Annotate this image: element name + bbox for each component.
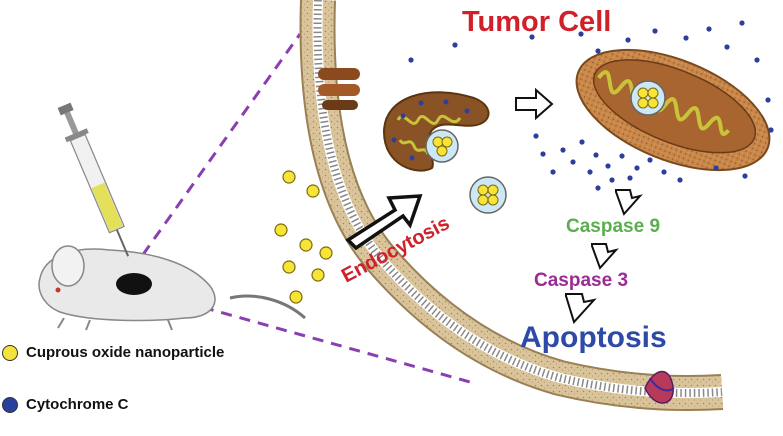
cell-membrane (299, 0, 724, 412)
title-tumor-cell: Tumor Cell (462, 6, 612, 38)
cascade-arrows (565, 189, 643, 324)
vesicle-in-large-mitochondrion (630, 80, 666, 116)
endosome-vesicle (469, 176, 507, 214)
label-apoptosis: Apoptosis (520, 321, 667, 354)
nanoparticle-swatch (2, 344, 18, 361)
zoom-lines (130, 33, 471, 384)
legend-item-nanoparticle: Cuprous oxide nanoparticle (2, 344, 224, 361)
legend-label-cytochrome: Cytochrome C (26, 396, 129, 413)
mouse-illustration (38, 245, 307, 331)
cytochrome-c-dots (408, 20, 774, 191)
transition-arrow (515, 87, 554, 121)
cytochrome-swatch (2, 396, 18, 413)
membrane-channel-top (318, 68, 360, 110)
endocytosis-arrow (345, 194, 423, 251)
label-caspase-9: Caspase 9 (566, 216, 661, 237)
nanoparticles-extracellular (274, 170, 333, 304)
legend-item-cytochrome: Cytochrome C (2, 396, 129, 413)
mitochondrion-small (382, 91, 490, 172)
legend-label-nanoparticle: Cuprous oxide nanoparticle (26, 344, 225, 361)
label-caspase-3: Caspase 3 (534, 270, 629, 291)
vesicle-in-mitochondrion (425, 129, 459, 163)
mitochondrion-large (575, 48, 771, 172)
syringe-illustration (57, 102, 130, 257)
membrane-protein-bottom (644, 370, 675, 404)
